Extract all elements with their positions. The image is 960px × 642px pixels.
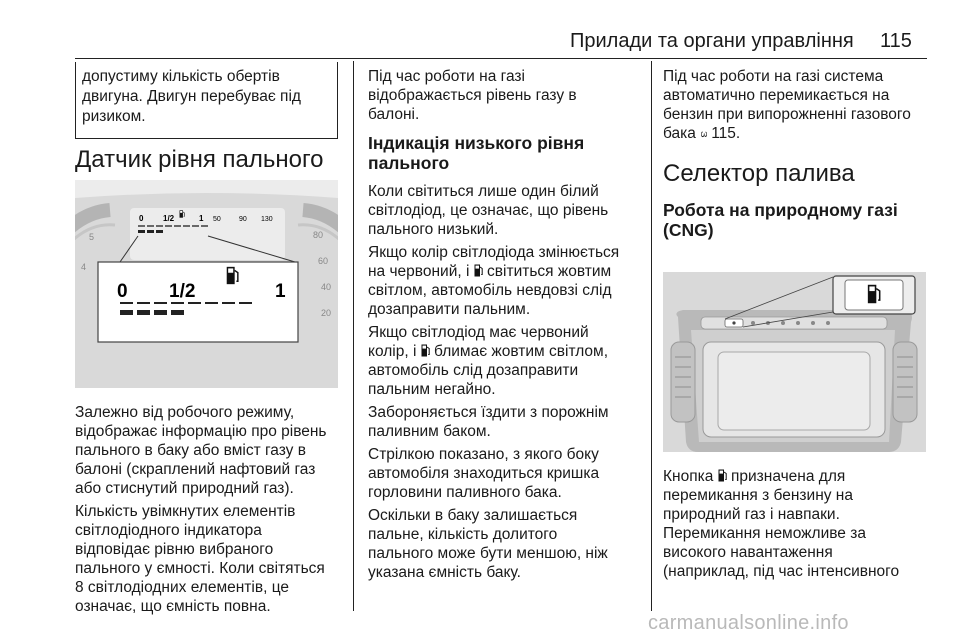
col2-para3-line4: дозаправити пальним. — [368, 301, 531, 318]
gauge-right-number-40: 40 — [321, 282, 331, 292]
col2-para6-line3: горловини паливного бака. — [368, 484, 562, 501]
top-temp-scale-90: 90 — [239, 216, 247, 223]
col3-para1-line2: автоматично перемикається на — [663, 87, 890, 104]
col2-para2-line2: світлодіод, це означає, що рівень — [368, 202, 609, 219]
col1-para1-line4: балоні (скраплений нафтовий газ — [75, 461, 316, 478]
col2-para6-line1: Стрілкою показано, з якого боку — [368, 446, 599, 463]
col3-para2-line1: Кнопка призначена для — [663, 468, 846, 485]
col3-para2-line3: природний газ і навпаки. — [663, 506, 840, 523]
col3-para1-line3: бензин при випорожненні газового — [663, 106, 911, 123]
column-divider-1 — [353, 61, 354, 611]
col1-para2-line6: означає, що ємність повна. — [75, 598, 271, 615]
col3-para1-line4: бака 3 115. — [663, 125, 741, 142]
col3-para2-line2: перемикання з бензину на — [663, 487, 853, 504]
col2-para6-line2: автомобіля знаходиться кришка — [368, 465, 600, 482]
gauge-left-number-4: 4 — [81, 262, 86, 272]
col2-para5-line2: паливним баком. — [368, 423, 491, 440]
col2-para4-line3: автомобіль слід дозаправити — [368, 362, 579, 379]
col3-para2-line4: Перемикання неможливе за — [663, 525, 866, 542]
top-temp-scale-50: 50 — [213, 216, 221, 223]
col2-para1-line1: Під час роботи на газі — [368, 68, 525, 85]
top-fuel-scale-1: 1 — [199, 214, 204, 223]
col2-para5-line1: Забороняється їздити з порожнім — [368, 404, 609, 421]
col3-para2-line5: високого навантаження — [663, 544, 833, 561]
top-fuel-scale-half: 1/2 — [163, 214, 175, 223]
col1-para1-line2: відображає інформацію про рівень — [75, 423, 327, 440]
warning-line-2: двигуна. Двигун перебуває під — [82, 88, 301, 105]
fuel-indicator-icon — [421, 344, 430, 357]
col2-para4-line2: колір, і блимає жовтим світлом, — [368, 343, 608, 360]
col1-para2-line5: 8 світлодіодних елементів, це — [75, 579, 290, 596]
fuel-selector-icon — [718, 469, 727, 482]
low-fuel-heading-line1: Індикація низького рівня — [368, 133, 585, 153]
warning-line-3: ризиком. — [82, 108, 146, 125]
zoom-fuel-label-1: 1 — [275, 281, 286, 302]
header-divider — [75, 58, 927, 59]
col2-para3-line1: Якщо колір світлодіода змінюється — [368, 244, 620, 261]
col2-para7-line3: пального може бути меншою, ніж — [368, 545, 608, 562]
col2-para7-line1: Оскільки в баку залишається — [368, 507, 578, 524]
col1-para2-line3: відповідає рівню вибраного — [75, 541, 274, 558]
page-number: 115 — [880, 30, 912, 52]
warning-line-1: допустиму кількість обертів — [82, 68, 280, 85]
col1-para1-line1: Залежно від робочого режиму, — [75, 404, 295, 421]
col3-para1-line1: Під час роботи на газі система — [663, 68, 884, 85]
col2-para4-line4: пальним негайно. — [368, 381, 496, 398]
cng-subheading-line1: Робота на природному газі — [663, 200, 898, 220]
top-fuel-scale-0: 0 — [139, 214, 144, 223]
col1-para2-line1: Кількість увімкнутих елементів — [75, 503, 296, 520]
section-heading-fuel-gauge: Датчик рівня пального — [75, 146, 324, 173]
fuel-gauge-illustration: 0 1/2 1 50 90 130 5 4 80 60 40 20 0 1/2 … — [75, 180, 338, 388]
col2-para7-line4: указана ємність баку. — [368, 564, 521, 581]
col2-para2-line3: пального низький. — [368, 221, 499, 238]
col3-para2-line6: (наприклад, під час інтенсивного — [663, 563, 900, 580]
col2-para3-line3: світлом, автомобіль невдовзі слід — [368, 282, 612, 299]
col2-para7-line2: пальне, кількість долитого — [368, 526, 558, 543]
top-temp-scale-130: 130 — [261, 216, 273, 223]
col1-para1-line5: або стиснутий природний газ). — [75, 480, 294, 497]
zoom-fuel-label-half: 1/2 — [169, 281, 195, 302]
col1-para2-line4: пального у ємності. Коли світяться — [75, 560, 325, 577]
gauge-left-number-5: 5 — [89, 232, 94, 242]
watermark: carmanualsonline.info — [648, 612, 849, 634]
col1-para1-line3: пального в баку або вміст газу в — [75, 442, 306, 459]
col2-para3-line2: на червоний, і світиться жовтим — [368, 263, 612, 280]
gauge-right-number-80: 80 — [313, 230, 323, 240]
col2-para1-line2: відображається рівень газу в — [368, 87, 577, 104]
col2-para2-line1: Коли світиться лише один білий — [368, 183, 599, 200]
col2-para1-line3: балоні. — [368, 106, 420, 123]
col1-para2-line2: світлодіодного індикатора — [75, 522, 262, 539]
fuel-selector-illustration — [663, 272, 926, 452]
section-heading-fuel-selector: Селектор палива — [663, 160, 855, 187]
page-header-title: Прилади та органи управління — [570, 30, 854, 52]
low-fuel-heading-line2: пального — [368, 153, 450, 173]
zoom-fuel-label-0: 0 — [117, 281, 128, 302]
gauge-right-number-20: 20 — [321, 308, 331, 318]
gauge-right-number-60: 60 — [318, 256, 328, 266]
column-divider-2 — [651, 61, 652, 611]
warning-box — [75, 62, 338, 139]
fuel-indicator-icon — [474, 264, 483, 277]
cng-subheading-line2: (CNG) — [663, 220, 714, 240]
page-reference-arrow-icon: 3 — [698, 130, 709, 138]
col2-para4-line1: Якщо світлодіод має червоний — [368, 324, 589, 341]
